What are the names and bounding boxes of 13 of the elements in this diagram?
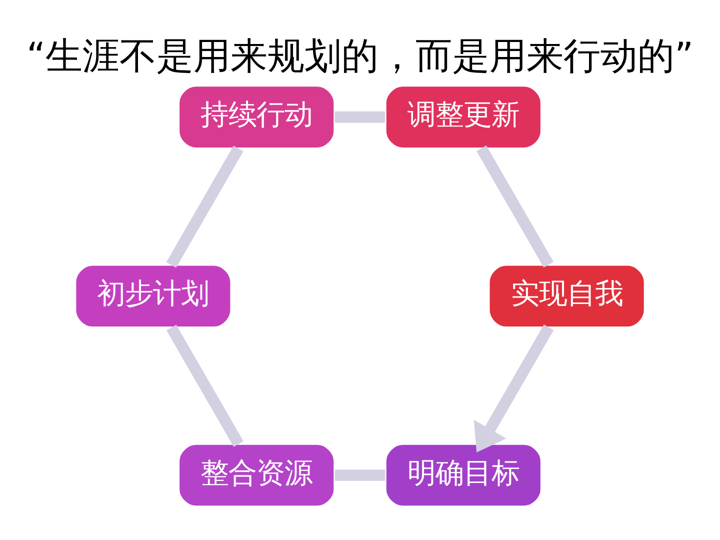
node-box: 明确目标 (384, 443, 542, 508)
connector (334, 111, 386, 123)
connector (476, 145, 554, 268)
connector (166, 324, 244, 447)
node-box: 初步计划 (74, 264, 232, 328)
node-box: 持续行动 (178, 85, 336, 149)
diagram-title: “生涯不是用来规划的，而是用来行动的” (26, 34, 694, 78)
connector (334, 470, 386, 481)
node-box: 整合资源 (178, 443, 336, 508)
connector (166, 146, 244, 268)
arrow (474, 324, 554, 452)
node-box: 实现自我 (488, 264, 646, 328)
node-box: 调整更新 (384, 85, 542, 149)
